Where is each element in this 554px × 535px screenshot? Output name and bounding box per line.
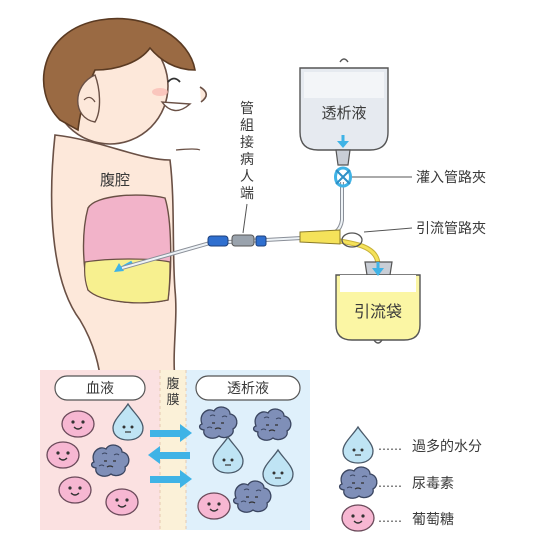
legend-item-glucose: …… 葡萄糖	[342, 505, 454, 531]
membrane-diagram	[40, 370, 310, 530]
dialysate-bag	[299, 58, 389, 166]
legend: …… 過多的水分 …… 尿毒素 …… 葡萄糖	[340, 426, 482, 531]
outflow-clamp-label: 引流管路夾	[416, 221, 486, 237]
outflow-clamp	[341, 232, 363, 248]
svg-text:端: 端	[240, 186, 254, 202]
drain-bag-label: 引流袋	[354, 302, 402, 321]
peritoneal-cavity-label: 腹腔	[100, 171, 130, 189]
membrane-label-2: 膜	[166, 393, 179, 408]
blood-header	[54, 375, 146, 401]
water-drop-icon	[342, 426, 374, 464]
svg-text:組: 組	[240, 118, 254, 134]
glucose-icon	[62, 411, 94, 437]
legend-item-water: …… 過多的水分	[342, 426, 482, 464]
svg-text:接: 接	[240, 134, 254, 151]
glucose-icon	[59, 477, 91, 503]
drain-bag	[335, 261, 421, 344]
patient-connector	[207, 235, 229, 247]
glucose-icon	[106, 489, 138, 515]
urea-icon	[340, 467, 377, 498]
legend-label-urea: 尿毒素	[412, 476, 454, 492]
svg-text:病: 病	[240, 152, 254, 168]
outflow-clamp-leader	[363, 227, 413, 233]
dialysate-label: 透析液	[321, 104, 366, 122]
glucose-icon	[47, 442, 79, 468]
tubing	[121, 166, 381, 270]
dialysate-header	[195, 375, 301, 401]
glucose-icon	[342, 505, 374, 531]
dialysate-header-label: 透析液	[227, 381, 269, 397]
transfer-arrows	[148, 424, 192, 488]
legend-item-urea: …… 尿毒素	[340, 467, 454, 498]
svg-text:管: 管	[240, 101, 254, 117]
blood-header-label: 血液	[86, 381, 114, 397]
svg-text:……: ……	[378, 439, 402, 453]
legend-label-glucose: 葡萄糖	[412, 512, 454, 528]
membrane-region	[160, 370, 186, 530]
patient-connector-label: 管 組 接 病 人 端	[240, 101, 254, 234]
glucose-icon	[198, 493, 230, 519]
svg-text:……: ……	[378, 511, 402, 525]
peritoneal-cavity	[82, 194, 172, 304]
legend-label-water: 過多的水分	[412, 438, 482, 455]
membrane-label-1: 腹	[166, 376, 179, 392]
svg-text:人: 人	[240, 169, 254, 185]
svg-text:……: ……	[378, 476, 402, 490]
inflow-clamp-label: 灌入管路夾	[416, 170, 486, 186]
